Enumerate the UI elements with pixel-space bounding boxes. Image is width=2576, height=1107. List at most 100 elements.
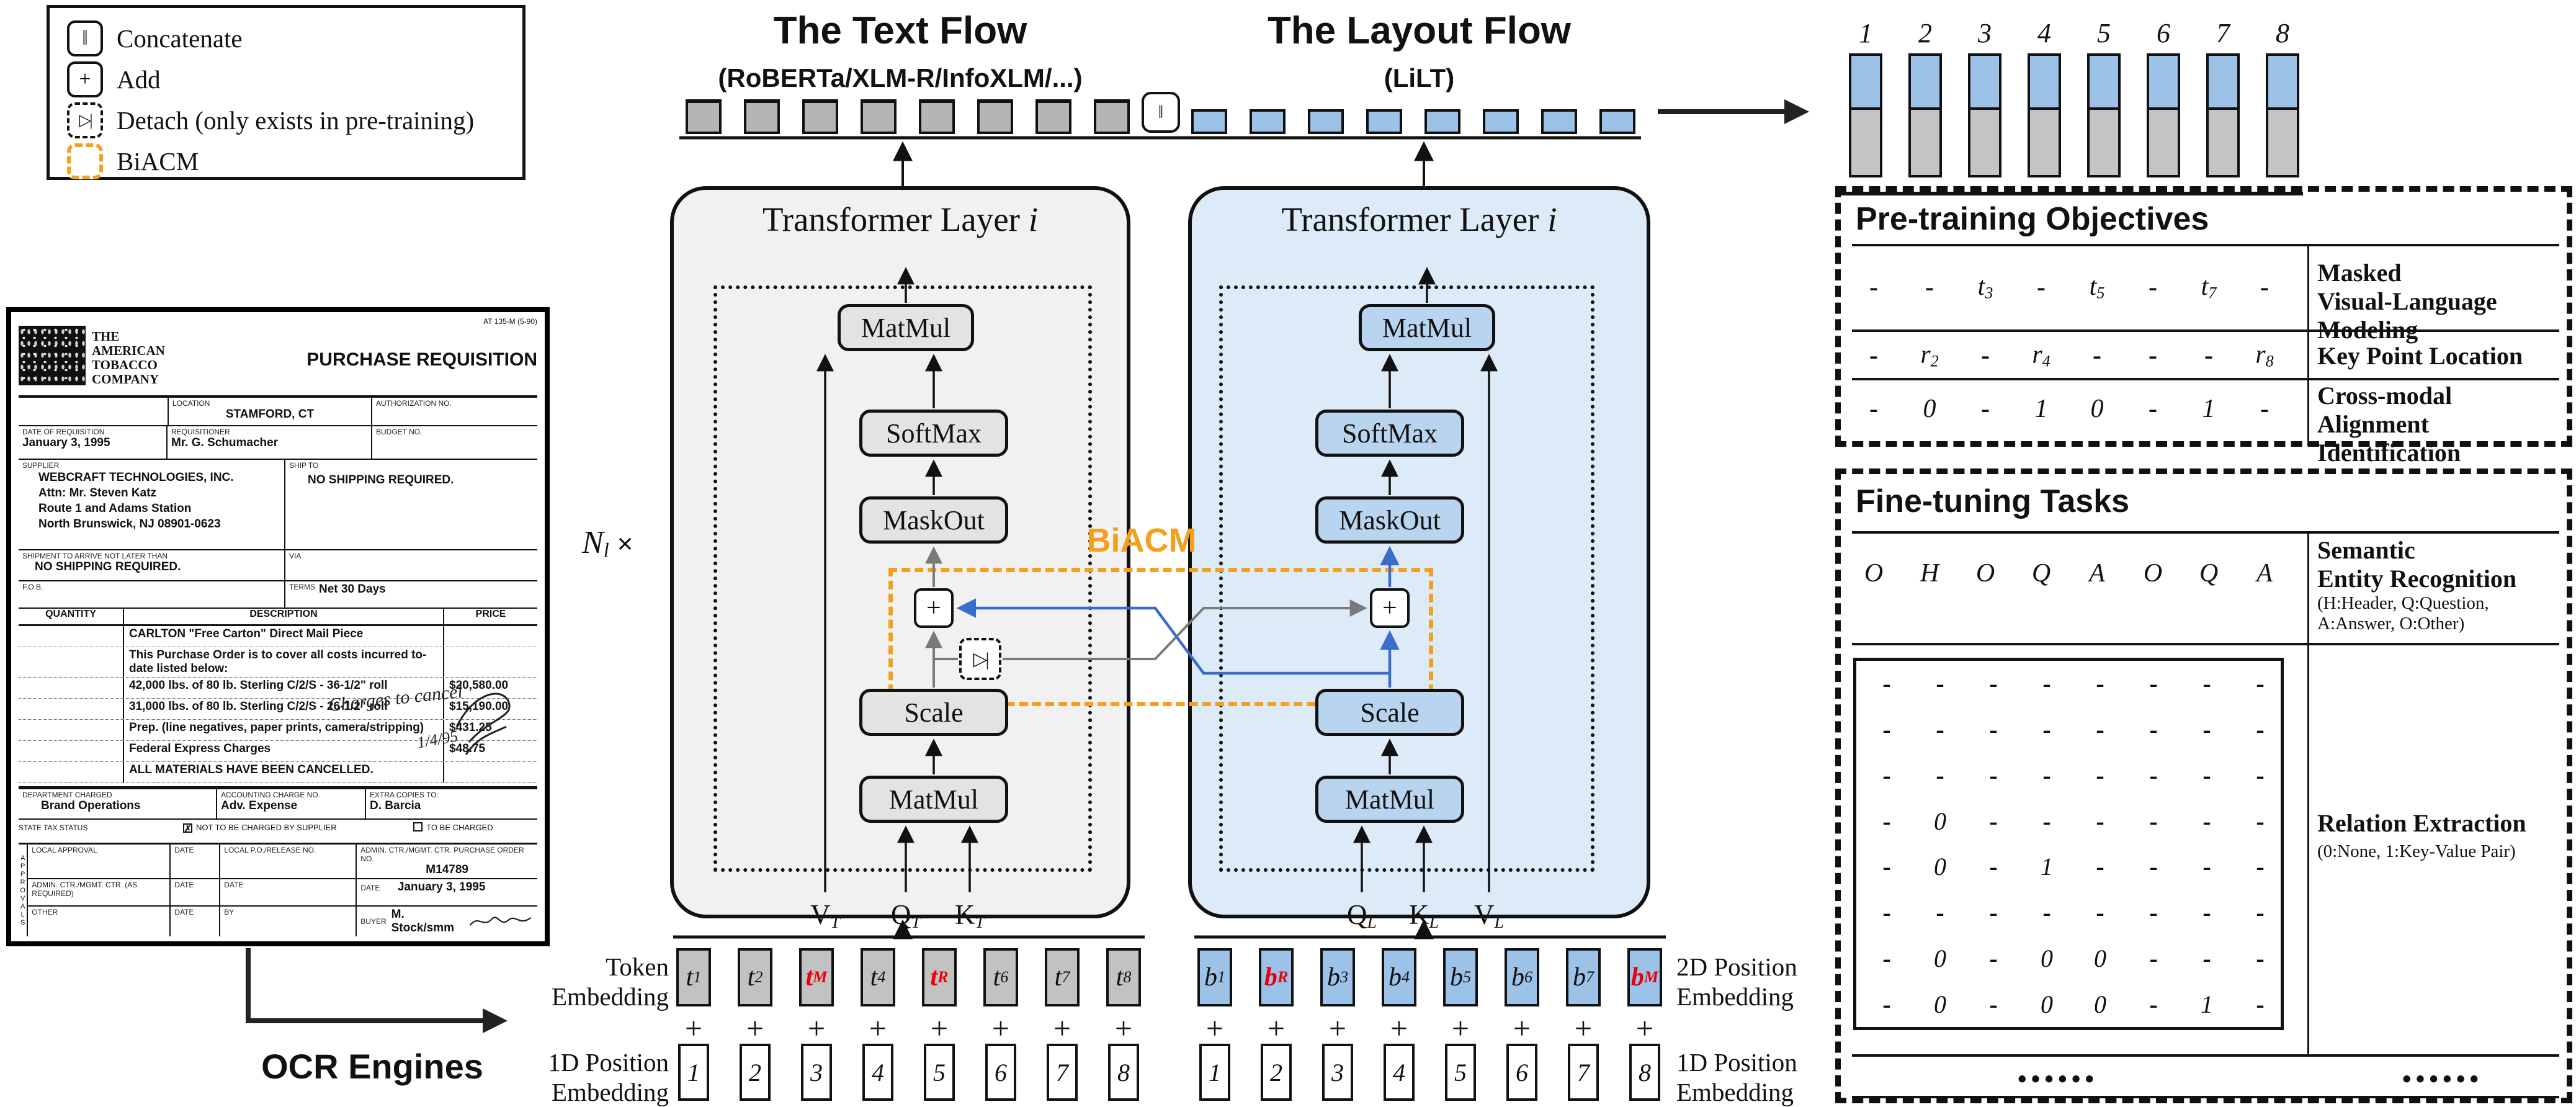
legend-item-detach: ▷| Detach (only exists in pre-training): [67, 102, 474, 138]
ser-cell: Q: [2031, 559, 2051, 588]
objective-cell: -: [2260, 273, 2269, 302]
layout-plus-row: ++++++++: [1197, 1010, 1662, 1046]
concatenate-icon: ‖: [67, 20, 103, 56]
matrix-row: --------: [1856, 898, 2281, 927]
text-key-label: KT: [954, 899, 985, 932]
matrix-cell: -: [2096, 761, 2104, 789]
qty-header: QUANTITY: [19, 609, 124, 624]
supplier-field: SUPPLIER WEBCRAFT TECHNOLOGIES, INC. Att…: [19, 460, 285, 549]
layout-key-label: KL: [1408, 899, 1439, 932]
objective-cell: t5: [2089, 272, 2105, 302]
desc-cell: 42,000 lbs. of 80 lb. Sterling C/2/S - 3…: [124, 678, 444, 698]
column-index: 5: [2097, 18, 2111, 48]
matrix-cell: -: [2149, 899, 2158, 927]
text-plus-row: ++++++++: [676, 1010, 1141, 1046]
add-symbol: +: [1114, 1011, 1133, 1046]
matrix-cell: -: [1989, 853, 1998, 881]
matrix-cell: -: [2203, 670, 2211, 698]
text-output-sequence: [686, 99, 1130, 134]
1d-position-box: 1: [1199, 1044, 1230, 1101]
layout-part: [2090, 56, 2118, 110]
add-symbol: +: [1451, 1011, 1470, 1046]
layout-output-sequence: [1191, 99, 1635, 134]
matrix-cell: -: [2042, 899, 2051, 927]
objective-cell: -: [1981, 395, 1990, 423]
layout-value-label: VL: [1474, 899, 1504, 932]
1d-position-box: 4: [862, 1044, 893, 1101]
1d-position-box: 3: [801, 1044, 832, 1101]
matrix-cell: -: [1882, 853, 1891, 881]
location-field: LOCATION STAMFORD, CT: [168, 398, 372, 425]
layout-query-label: QL: [1346, 899, 1377, 932]
add-symbol: +: [1053, 1011, 1071, 1046]
matrix-cell: -: [1882, 807, 1891, 835]
price-cell: [444, 647, 537, 677]
fused-column: 6: [2147, 17, 2180, 177]
ser-cell: O: [1975, 559, 1995, 588]
matrix-cell: -: [1989, 761, 1998, 789]
text-part: [2090, 110, 2118, 175]
text-sequence-box: [1094, 99, 1130, 134]
layout-sequence-box: [1483, 109, 1519, 134]
add-symbol: +: [1513, 1011, 1531, 1046]
matrix-cell: -: [2096, 715, 2104, 744]
matrix-cell: 0: [1934, 853, 1946, 881]
relation-extraction-note: (0:None, 1:Key-Value Pair): [2317, 841, 2516, 861]
legend-label: Detach (only exists in pre-training): [117, 106, 475, 135]
add-symbol: +: [1205, 1011, 1224, 1046]
matrix-cell: -: [2256, 670, 2265, 698]
form-number: AT 135-M (5-90): [483, 317, 537, 326]
pos2d-label: 2D Position Embedding: [1676, 952, 1797, 1011]
1d-position-box: 3: [1322, 1044, 1353, 1101]
requisitioner-field: REQUISITIONER Mr. G. Schumacher: [168, 426, 372, 459]
objective-cell: 1: [2034, 395, 2048, 423]
mvlm-label: Masked Visual-Language Modeling: [2317, 259, 2497, 344]
ser-cell: H: [1920, 559, 1939, 588]
matrix-cell: -: [2149, 761, 2158, 789]
layout-attention-dotted-box: [1219, 285, 1594, 872]
layout-flow-title: The Layout Flow: [1267, 9, 1572, 52]
matrix-cell: -: [2203, 853, 2211, 881]
1d-position-box: 7: [1568, 1044, 1599, 1101]
text-sequence-box: [1035, 99, 1071, 134]
biacm-dashed-box: [888, 568, 1433, 706]
matrix-cell: -: [1989, 899, 1998, 927]
text-transformer-title: Transformer Layer i: [763, 200, 1038, 238]
1d-position-box: 5: [1445, 1044, 1476, 1101]
matrix-cell: -: [2149, 807, 2158, 835]
layout-matmul-top: MatMul: [1359, 304, 1495, 351]
text-sequence-box: [802, 99, 838, 134]
layout-sequence-box: [1424, 109, 1460, 134]
ser-label: Semantic Entity Recognition (H:Header, Q…: [2317, 536, 2517, 634]
text-sequence-box: [686, 99, 722, 134]
line-item: This Purchase Order is to cover all cost…: [19, 647, 537, 678]
matrix-cell: -: [2149, 990, 2158, 1018]
desc-cell: Prep. (line negatives, paper prints, cam…: [124, 720, 444, 740]
legend-item-add: + Add: [67, 61, 161, 97]
text-part: [2268, 110, 2297, 175]
layout-sequence-box: [1250, 109, 1286, 134]
fused-column: 3: [1968, 17, 2001, 177]
layout-part: [1970, 56, 1999, 110]
column-index: 7: [2216, 18, 2230, 48]
buyer-name: M. Stock/smm: [391, 908, 454, 934]
line-item: Prep. (line negatives, paper prints, cam…: [19, 720, 537, 741]
matrix-cell: -: [1936, 761, 1944, 789]
matrix-cell: 0: [1934, 944, 1946, 972]
copies-field: EXTRA COPIES TO: D. Barcia: [370, 791, 439, 812]
objective-cell: 0: [1923, 395, 1936, 423]
column-index: 3: [1978, 18, 1992, 48]
text-flow-subtitle: (RoBERTa/XLM-R/InfoXLM/...): [718, 63, 1083, 92]
document-title: PURCHASE REQUISITION: [306, 349, 537, 370]
legend: ‖ Concatenate + Add ▷| Detach (only exis…: [47, 5, 525, 180]
